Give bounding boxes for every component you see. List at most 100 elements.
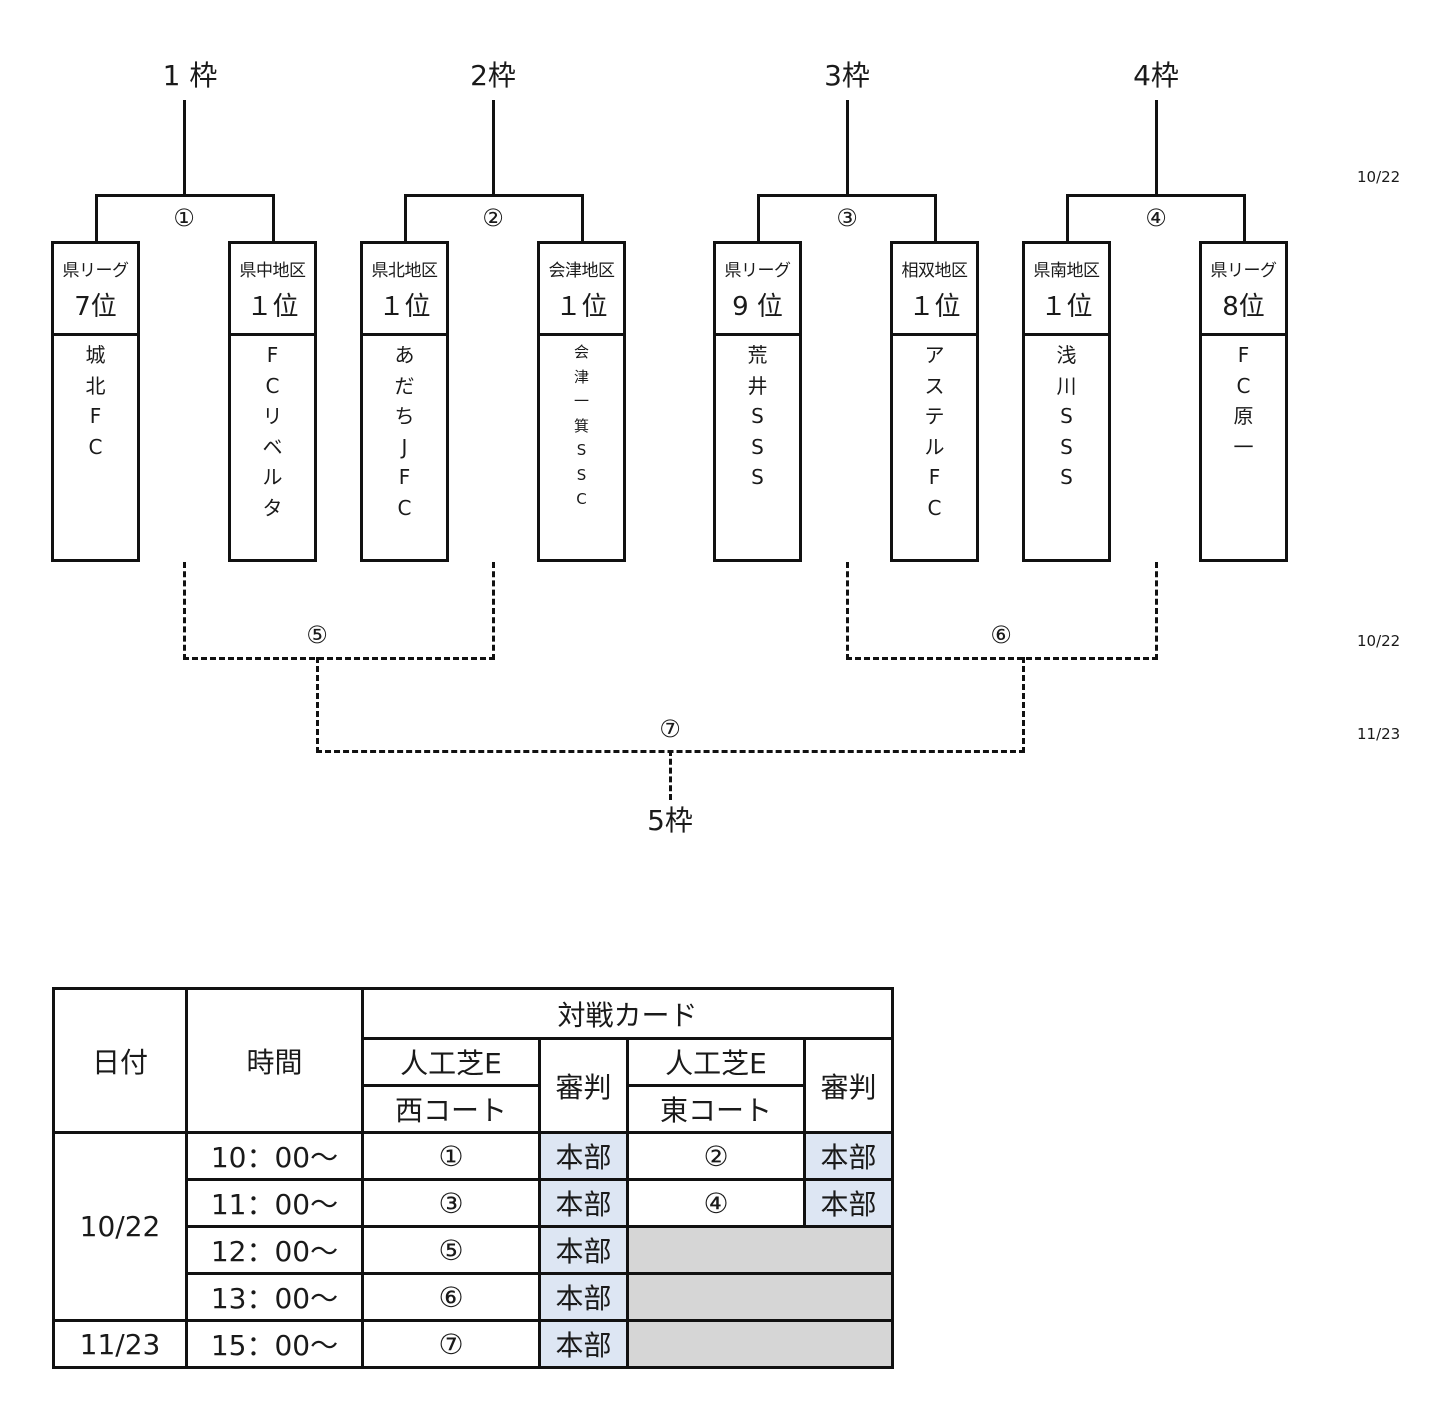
team-league: 県リーグ xyxy=(724,261,792,281)
match-number-2: ② xyxy=(482,204,504,232)
team-league: 県南地区 xyxy=(1033,261,1101,281)
table-row: 11：00～ ③ 本部 ④ 本部 xyxy=(54,1178,894,1228)
bracket-dashed-line xyxy=(492,562,495,660)
bracket-line xyxy=(1066,194,1246,197)
match-number-6: ⑥ xyxy=(990,621,1012,649)
team-name-char: 箕 xyxy=(573,416,589,435)
table-row: 12：00～ ⑤ 本部 xyxy=(54,1225,894,1275)
east-unused-cell xyxy=(626,1225,894,1275)
header-east-field: 人工芝E xyxy=(626,1037,806,1087)
west-referee-cell: 本部 xyxy=(538,1272,629,1322)
team-name-char: C xyxy=(576,490,587,508)
team-name-char: 会 xyxy=(573,343,589,361)
west-match-cell: ⑥ xyxy=(361,1272,541,1322)
bracket-line xyxy=(95,194,275,197)
team-name-char: C xyxy=(397,495,412,520)
bracket-line xyxy=(1243,194,1246,242)
east-unused-cell xyxy=(626,1272,894,1322)
team-rank: １位 xyxy=(378,292,431,322)
team-name-char: C xyxy=(88,434,103,459)
team-name-char: F xyxy=(398,465,411,489)
time-cell: 10：00～ xyxy=(185,1131,364,1181)
team-name-char: F xyxy=(928,465,941,489)
team-rank: １位 xyxy=(555,292,608,322)
west-referee-cell: 本部 xyxy=(538,1225,629,1275)
team-name-char: 北 xyxy=(85,373,106,398)
team-name-char: 原 xyxy=(1233,404,1254,428)
team-league: 会津地区 xyxy=(548,261,616,281)
team-name-char: テ xyxy=(924,404,945,428)
team-name-char: F xyxy=(1237,343,1250,367)
bracket-dashed-line xyxy=(846,657,1158,660)
bracket-line xyxy=(934,194,937,242)
west-referee-cell: 本部 xyxy=(538,1131,629,1181)
team-name-char: F xyxy=(266,343,279,367)
header-west-field: 人工芝E xyxy=(361,1037,541,1087)
team-name-char: ル xyxy=(924,434,945,459)
bracket-line xyxy=(95,194,98,242)
east-referee-cell: 本部 xyxy=(803,1131,894,1181)
header-east-court: 東コート xyxy=(626,1084,806,1134)
header-date: 日付 xyxy=(52,987,188,1134)
frame-label-5: 5枠 xyxy=(647,804,693,837)
time-cell: 12：00～ xyxy=(185,1225,364,1275)
table-row: 10/22 10：00～ ① 本部 ② 本部 xyxy=(52,1131,894,1322)
frame-label-4: 4枠 xyxy=(1133,59,1179,92)
team-rank: 7位 xyxy=(74,292,117,322)
bracket-line xyxy=(757,194,937,197)
team-name-char: リ xyxy=(262,404,283,428)
team-name-char: ル xyxy=(262,465,283,489)
team-name-char: 津 xyxy=(573,367,589,386)
bracket-dashed-line xyxy=(316,657,319,753)
match-number-3: ③ xyxy=(836,204,858,232)
team-name-char: 荒 xyxy=(747,343,768,367)
bracket-line xyxy=(581,194,584,242)
team-name-char: 城 xyxy=(85,343,106,367)
team-rank: １位 xyxy=(246,292,299,322)
west-referee-cell: 本部 xyxy=(538,1178,629,1228)
team-name-char: ス xyxy=(924,373,945,398)
header-time: 時間 xyxy=(185,987,364,1134)
team-name-char: 一 xyxy=(573,392,589,410)
team-name-char: C xyxy=(1236,373,1251,398)
time-cell: 15：00～ xyxy=(185,1319,364,1369)
team-name-char: 井 xyxy=(747,373,768,398)
east-match-cell: ② xyxy=(626,1131,806,1181)
team-league: 県リーグ xyxy=(62,261,130,281)
team-rank: 9 位 xyxy=(732,292,783,322)
team-name-char: 川 xyxy=(1056,373,1077,398)
team-name-char: S xyxy=(751,465,764,489)
frame-label-1: 1 枠 xyxy=(162,59,218,92)
team-name-char: ア xyxy=(924,343,945,367)
final-date: 11/23 xyxy=(1357,725,1401,743)
bracket-dashed-line xyxy=(183,657,495,660)
header-referee-west: 審判 xyxy=(538,1037,629,1134)
team-name-char: ベ xyxy=(262,434,283,459)
time-cell: 13：00～ xyxy=(185,1272,364,1322)
team-name-char: S xyxy=(1060,465,1073,489)
bracket-line xyxy=(846,100,849,196)
bracket-line xyxy=(492,100,495,196)
round2-date: 10/22 xyxy=(1357,632,1401,650)
team-name-char: F xyxy=(89,404,102,428)
header-matchups: 対戦カード xyxy=(361,987,894,1040)
west-match-cell: ③ xyxy=(361,1178,541,1228)
team-name-char: S xyxy=(1060,434,1073,459)
team-name-char: S xyxy=(751,434,764,459)
frame-label-3: 3枠 xyxy=(824,59,870,92)
team-league: 相双地区 xyxy=(901,261,969,281)
west-match-cell: ⑦ xyxy=(361,1319,541,1369)
team-name-char: 一 xyxy=(1233,434,1254,459)
header-referee-east: 審判 xyxy=(803,1037,894,1134)
team-league: 県中地区 xyxy=(239,261,307,281)
schedule-table: 日付 時間 対戦カード 人工芝E 審判 人工芝E 審判 西コート 東コート 10… xyxy=(52,987,894,1369)
